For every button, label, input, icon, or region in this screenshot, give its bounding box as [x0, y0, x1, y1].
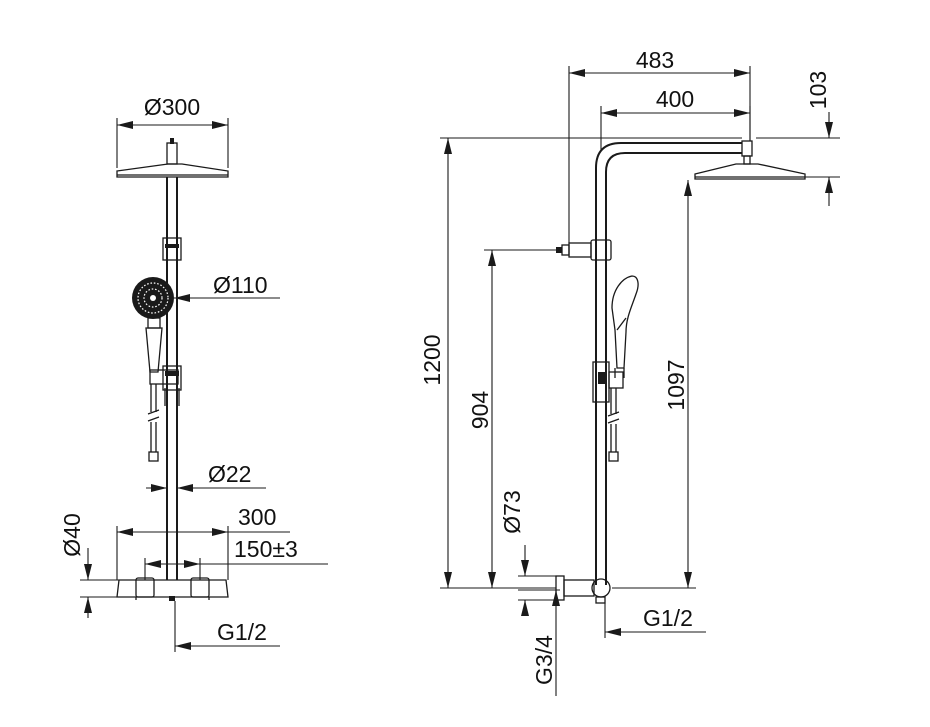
front-view: Ø300 Ø110 Ø22 300 [59, 94, 328, 652]
dim-head-diameter-label: Ø300 [144, 94, 200, 120]
dim-mixer-diameter-label: Ø40 [59, 513, 85, 556]
side-mixer [555, 575, 611, 604]
dim-arm-projection: 483 [568, 47, 751, 243]
front-upper-slider [162, 237, 182, 261]
dim-mixer-width-label: 300 [238, 504, 276, 530]
side-hose [607, 388, 620, 462]
dim-inlet-thread-label: G1/2 [217, 619, 267, 645]
dim-total-height-label: 1200 [419, 334, 445, 385]
dim-wall-thread: G3/4 [518, 589, 560, 696]
dim-handshower-diameter-label: Ø110 [213, 272, 268, 298]
dim-arm-length: 400 [600, 86, 751, 150]
side-view: 483 400 103 1200 [419, 47, 840, 696]
dim-head-height-label: 103 [805, 71, 831, 109]
dim-connector-height: 904 [467, 249, 556, 588]
dim-outlet-thread-label: G1/2 [643, 605, 693, 631]
dim-total-height: 1200 [419, 137, 742, 589]
dim-mixer-diameter: Ø40 [59, 513, 119, 618]
dim-head-height: 103 [756, 71, 840, 206]
front-mixer [116, 577, 229, 601]
dim-connector-height-label: 904 [467, 391, 493, 430]
dim-arm-length-label: 400 [656, 86, 694, 112]
dim-arm-projection-label: 483 [636, 47, 674, 73]
front-shower-head [116, 138, 229, 178]
dim-inlet-distance: 150±3 [144, 536, 328, 580]
dim-mixer-width: 300 [116, 504, 290, 580]
front-hose [147, 384, 160, 462]
dim-escutcheon-diameter-label: Ø73 [499, 490, 525, 533]
side-shower-head [694, 163, 806, 180]
dim-wall-thread-label: G3/4 [531, 635, 557, 685]
dim-inlet-thread: G1/2 [174, 601, 280, 652]
side-riser-and-arm [595, 140, 753, 585]
front-hand-shower [132, 277, 174, 373]
front-handshower-holder [149, 365, 182, 406]
dim-outlet-thread: G1/2 [604, 603, 706, 638]
dim-handshower-diameter: Ø110 [174, 272, 280, 302]
dim-inlet-distance-label: 150±3 [234, 536, 298, 562]
side-hand-shower [611, 275, 639, 378]
dim-head-bottom-height: 1097 [612, 180, 696, 589]
dim-pipe-diameter-label: Ø22 [208, 461, 251, 487]
dim-pipe-diameter: Ø22 [146, 461, 266, 492]
dim-head-diameter: Ø300 [116, 94, 229, 168]
dim-escutcheon-diameter: Ø73 [499, 490, 556, 616]
dim-head-bottom-height-label: 1097 [663, 359, 689, 410]
side-diverter [556, 239, 612, 261]
